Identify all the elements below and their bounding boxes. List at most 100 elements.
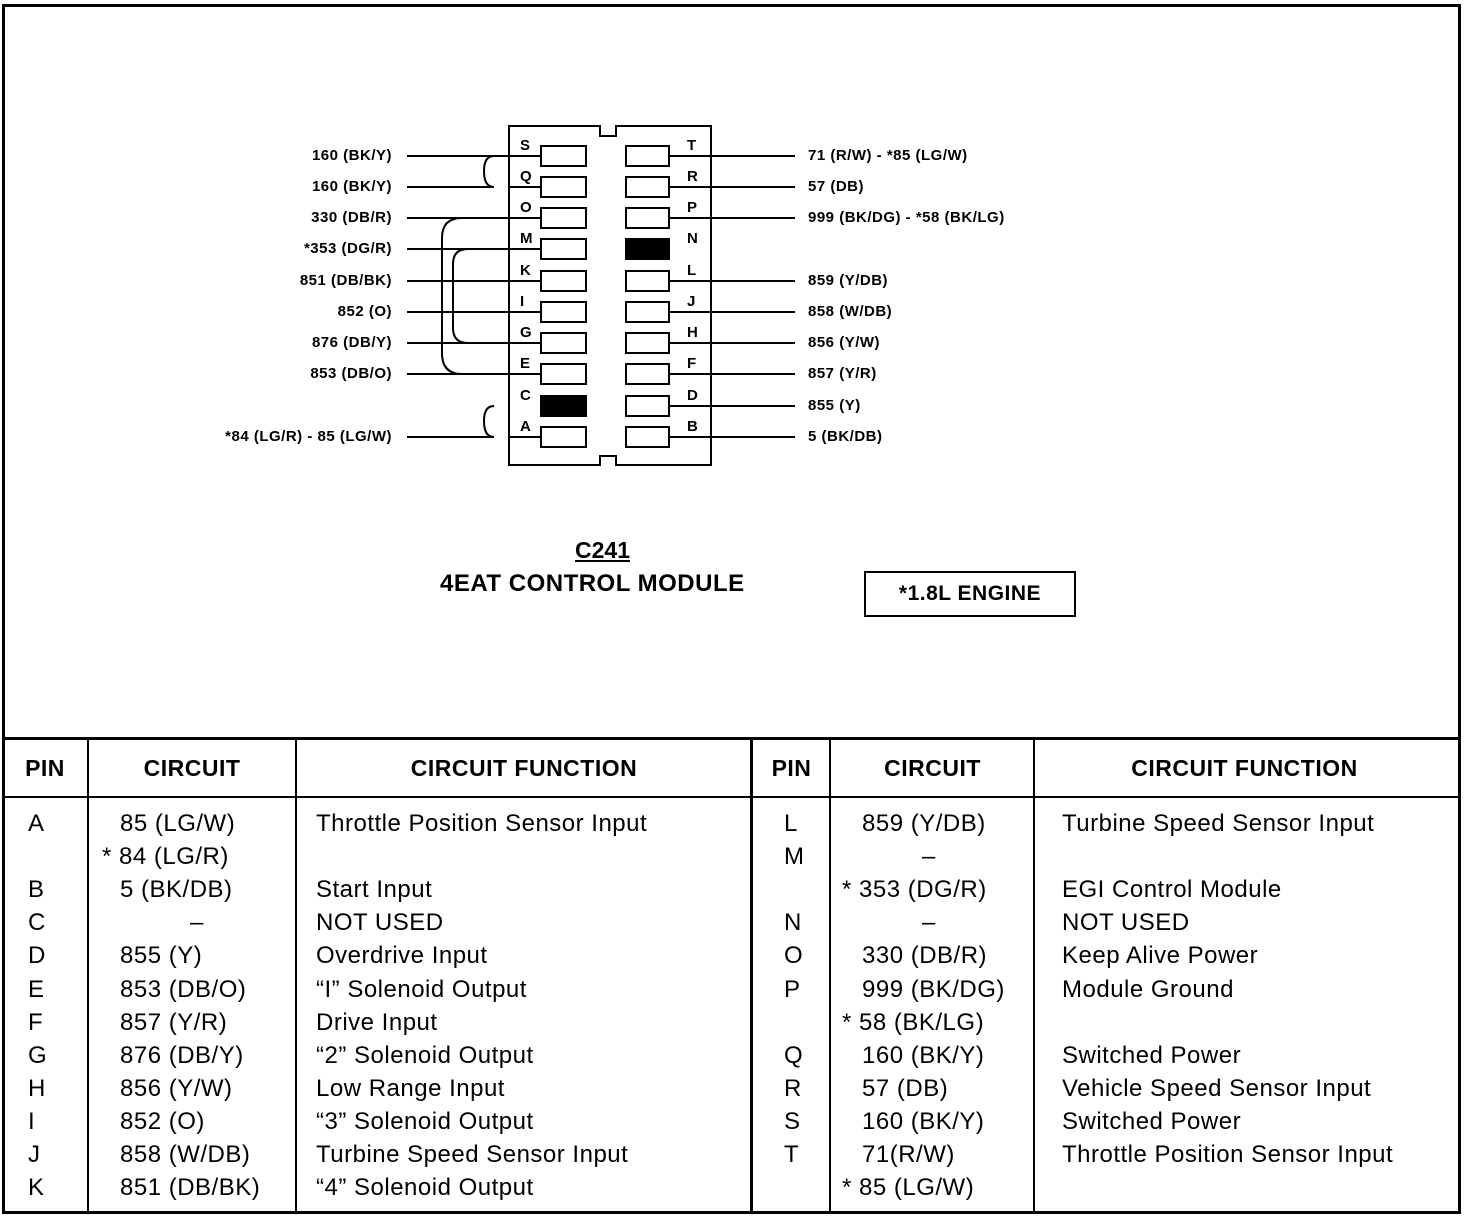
table-cell-circuit: 855 (Y) (120, 942, 203, 970)
table-cell-circuit: * 58 (BK/LG) (842, 1008, 985, 1036)
pin-letter-Q: Q (520, 168, 532, 185)
pin-letter-H: H (687, 324, 698, 341)
table-cell-pin: S (784, 1107, 801, 1135)
wire-label-E: 853 (DB/O) (310, 365, 392, 382)
header-pin-left: PIN (25, 754, 65, 781)
wire-label-I: 852 (O) (337, 303, 392, 320)
wire-label-A: *84 (LG/R) - 85 (LG/W) (225, 428, 392, 445)
pin-letter-L: L (687, 262, 697, 279)
cavity-N (625, 238, 670, 260)
table-cell-circuit: * 84 (LG/R) (102, 843, 229, 871)
table-cell-circuit: 857 (Y/R) (120, 1008, 228, 1036)
table-cell-function: Keep Alive Power (1062, 942, 1259, 970)
cavity-H (625, 332, 670, 354)
cavity-B (625, 426, 670, 448)
header-circuit-left: CIRCUIT (143, 754, 241, 781)
table-cell-function: Throttle Position Sensor Input (1062, 1141, 1394, 1168)
cavity-D (625, 395, 670, 417)
table-cell-pin: O (784, 942, 804, 970)
pin-table: PIN CIRCUIT CIRCUIT FUNCTION PIN CIRCUIT… (2, 737, 1461, 1214)
table-cell-pin: T (784, 1141, 800, 1168)
table-cell-pin: F (28, 1008, 44, 1036)
pin-letter-R: R (687, 168, 698, 185)
wire-label-P: 999 (BK/DG) - *58 (BK/LG) (808, 209, 1005, 226)
engine-note-box: *1.8L ENGINE (864, 571, 1076, 617)
wire-label-Q: 160 (BK/Y) (311, 178, 392, 195)
table-cell-pin: C (28, 909, 46, 937)
table-cell-function: EGI Control Module (1062, 876, 1282, 904)
wire-label-R: 57 (DB) (808, 178, 865, 195)
wire-crossover-hop (482, 405, 495, 438)
header-function-right: CIRCUIT FUNCTION (1131, 754, 1358, 781)
connector-diagram (407, 125, 795, 466)
cavity-R (625, 176, 670, 198)
table-cell-pin: M (784, 843, 805, 871)
wire-label-O: 330 (DB/R) (311, 209, 392, 226)
pin-letter-I: I (520, 293, 525, 310)
table-cell-circuit: 160 (BK/Y) (862, 1041, 985, 1069)
cavity-O (540, 207, 587, 229)
wire-label-L: 859 (Y/DB) (808, 272, 889, 289)
table-cell-circuit: 57 (DB) (862, 1074, 949, 1102)
wire-label-T: 71 (R/W) - *85 (LG/W) (808, 147, 968, 164)
table-cell-circuit: 71(R/W) (862, 1141, 955, 1168)
table-cell-pin: L (784, 810, 798, 837)
table-cell-circuit: 859 (Y/DB) (862, 810, 986, 837)
cavity-G (540, 332, 587, 354)
table-cell-circuit: 876 (DB/Y) (120, 1041, 244, 1069)
pin-letter-N: N (687, 230, 698, 247)
table-cell-function: Overdrive Input (316, 942, 488, 970)
table-cell-function: Turbine Speed Sensor Input (316, 1141, 629, 1168)
table-cell-function: “2” Solenoid Output (316, 1041, 534, 1069)
table-cell-pin: I (28, 1107, 36, 1135)
table-cell-function: Module Ground (1062, 975, 1234, 1003)
table-cell-function: Start Input (316, 876, 433, 904)
pin-letter-J: J (687, 293, 696, 310)
header-circuit-right: CIRCUIT (884, 754, 981, 781)
table-cell-function: “3” Solenoid Output (316, 1107, 534, 1135)
table-cell-pin: R (784, 1074, 802, 1102)
wire-label-K: 851 (DB/BK) (299, 272, 392, 289)
table-cell-circuit: 851 (DB/BK) (120, 1174, 261, 1202)
wire-crossover-hop (482, 155, 495, 188)
wire-label-H: 856 (Y/W) (808, 334, 881, 351)
pin-letter-G: G (520, 324, 532, 341)
header-divider (2, 796, 1461, 798)
cavity-S (540, 145, 587, 167)
pin-letter-S: S (520, 137, 531, 154)
wire-label-M: *353 (DG/R) (303, 240, 392, 257)
table-cell-function: NOT USED (1062, 909, 1190, 937)
cavity-P (625, 207, 670, 229)
column-divider (1033, 740, 1035, 1214)
pin-letter-O: O (520, 199, 532, 216)
table-cell-pin: A (28, 810, 45, 837)
header-function-left: CIRCUIT FUNCTION (410, 754, 638, 781)
pin-letter-D: D (687, 387, 698, 404)
pin-letter-M: M (520, 230, 533, 247)
column-divider (295, 740, 297, 1214)
pin-letter-K: K (520, 262, 531, 279)
wire-label-F: 857 (Y/R) (808, 365, 877, 382)
table-cell-function: “I” Solenoid Output (316, 975, 527, 1003)
cavity-M (540, 238, 587, 260)
table-cell-function: “4” Solenoid Output (316, 1174, 534, 1202)
table-cell-pin: G (28, 1041, 48, 1069)
table-cell-circuit: 856 (Y/W) (120, 1074, 233, 1102)
cavity-Q (540, 176, 587, 198)
pin-letter-P: P (687, 199, 698, 216)
cavity-I (540, 301, 587, 323)
wire-label-G: 876 (DB/Y) (311, 334, 392, 351)
pin-letter-T: T (687, 137, 697, 154)
column-divider (750, 740, 753, 1214)
column-divider (87, 740, 89, 1214)
table-cell-circuit: 853 (DB/O) (120, 975, 247, 1003)
pin-letter-C: C (520, 387, 531, 404)
table-cell-circuit: 330 (DB/R) (862, 942, 988, 970)
table-cell-function: Throttle Position Sensor Input (316, 810, 648, 837)
cavity-J (625, 301, 670, 323)
cavity-F (625, 363, 670, 385)
table-cell-circuit: – (190, 909, 204, 937)
cavity-T (625, 145, 670, 167)
table-cell-function: Turbine Speed Sensor Input (1062, 810, 1375, 837)
table-cell-function: Switched Power (1062, 1041, 1242, 1069)
